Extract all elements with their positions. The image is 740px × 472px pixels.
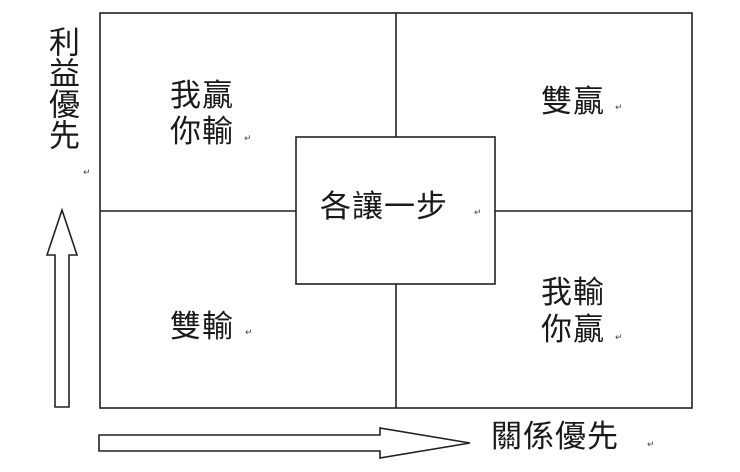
quadrant-bottom-right-line-2: 你贏	[541, 312, 605, 348]
y-axis-label: 利益優先	[43, 26, 79, 150]
paragraph-mark: ↵	[83, 168, 91, 178]
y-axis-arrow	[45, 207, 79, 408]
quadrant-bottom-left-label: 雙輸	[170, 309, 234, 345]
center-label: 各讓一步	[320, 189, 448, 225]
paragraph-mark: ↵	[615, 103, 623, 113]
paragraph-mark: ↵	[245, 328, 253, 338]
paragraph-mark: ↵	[647, 440, 655, 450]
quadrant-bottom-right-line-1: 我輸	[541, 275, 605, 311]
quadrant-top-left-line-2: 你輸	[170, 114, 234, 150]
x-axis-label: 關係優先	[491, 419, 619, 455]
paragraph-mark: ↵	[615, 333, 623, 343]
quadrant-top-left-line-1: 我贏	[170, 78, 234, 114]
quadrant-top-right-label: 雙贏	[541, 84, 605, 120]
center-box	[295, 136, 496, 285]
paragraph-mark: ↵	[474, 208, 482, 218]
paragraph-mark: ↵	[244, 134, 252, 144]
x-axis-arrow	[98, 427, 471, 459]
